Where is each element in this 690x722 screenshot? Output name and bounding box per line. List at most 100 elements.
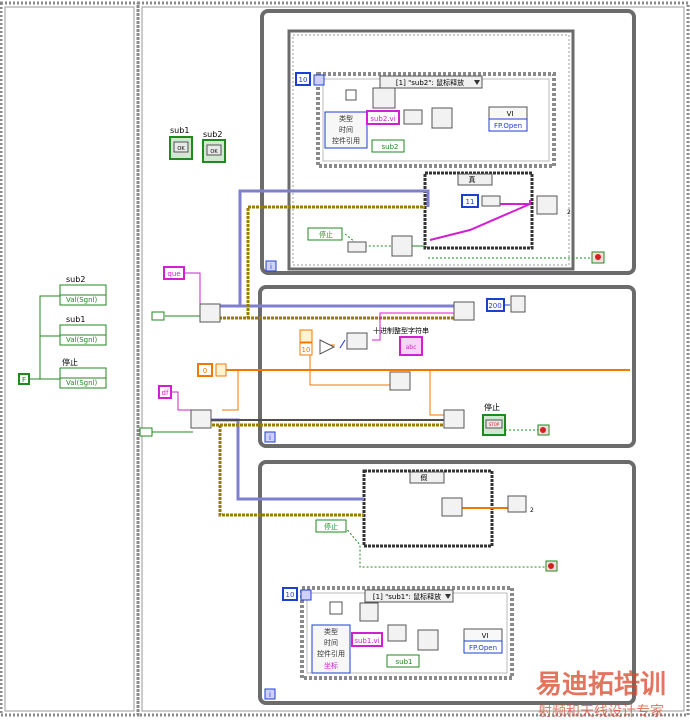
- svg-text:F: F: [22, 376, 26, 384]
- open-vi-reference-3: [329, 601, 439, 651]
- vi-path-constant-3[interactable]: sub1.vi: [351, 632, 383, 647]
- stop-local-1[interactable]: 停止: [307, 227, 343, 241]
- terminal-sub2[interactable]: sub2 OK: [202, 130, 226, 163]
- svg-text:控件引用: 控件引用: [332, 136, 360, 145]
- svg-text:que: que: [167, 270, 180, 278]
- svg-text:[1] "sub2": 鼠标释放: [1] "sub2": 鼠标释放: [396, 78, 464, 87]
- stop-button-1[interactable]: [591, 251, 605, 264]
- svg-text:10: 10: [286, 591, 295, 599]
- loop-index-3: i: [264, 688, 276, 700]
- svg-text:OK: OK: [210, 149, 218, 155]
- svg-text:坐标: 坐标: [324, 661, 338, 670]
- terminal-sub1[interactable]: sub1 OK: [169, 126, 193, 160]
- queue-name-constant[interactable]: que: [163, 266, 185, 280]
- svg-text:易迪拓培训: 易迪拓培训: [536, 670, 666, 700]
- svg-text:2: 2: [530, 507, 534, 514]
- svg-text:i: i: [269, 434, 271, 442]
- number-to-string-node: [346, 332, 368, 350]
- svg-text:sub2: sub2: [203, 130, 222, 139]
- event-selector-3[interactable]: [1] "sub1": 鼠标释放: [364, 589, 454, 603]
- event-selector-1[interactable]: [1] "sub2": 鼠标释放: [379, 75, 483, 89]
- local-variable-stop[interactable]: 停止 Val(Sgnl): [59, 357, 107, 389]
- svg-text:类型: 类型: [324, 627, 338, 636]
- svg-text:sub2.vi: sub2.vi: [370, 115, 395, 123]
- vi-path-constant-1[interactable]: sub2.vi: [366, 110, 400, 125]
- ref-local-sub2[interactable]: sub2: [371, 139, 405, 153]
- case-selector-false[interactable]: 假: [409, 471, 445, 484]
- svg-text:FP.Open: FP.Open: [494, 122, 522, 130]
- svg-text:十进制整型字符串: 十进制整型字符串: [373, 326, 429, 335]
- event-data-node-1: 类型 时间 控件引用: [324, 111, 368, 149]
- svg-text:sub2: sub2: [66, 275, 85, 284]
- loop-index-2: i: [264, 431, 276, 443]
- svg-text:类型: 类型: [339, 114, 353, 123]
- svg-text:sub1: sub1: [396, 658, 413, 666]
- svg-text:10: 10: [302, 346, 311, 354]
- local-variable-sub1[interactable]: sub1 Val(Sgnl): [59, 315, 107, 346]
- svg-text:10: 10: [299, 76, 308, 84]
- case-structure-1: [423, 171, 534, 250]
- svg-text:VI: VI: [482, 632, 489, 640]
- stop-terminal[interactable]: 停止 STOP: [482, 402, 506, 436]
- svg-text:停止: 停止: [62, 357, 78, 367]
- watermark: 易迪拓培训 射频和天线设计专家: [536, 670, 666, 720]
- svg-text:abc: abc: [406, 344, 417, 351]
- case-selector-true[interactable]: 真: [457, 173, 493, 186]
- obtain-queue-node-1: [151, 303, 221, 323]
- local-variable-sub2[interactable]: sub2 Val(Sgnl): [59, 275, 107, 306]
- svg-text:Val(Sgnl): Val(Sgnl): [66, 296, 97, 304]
- svg-text:i: i: [269, 691, 271, 699]
- stop-button-3[interactable]: [545, 560, 558, 572]
- subvi-icon-1: 2: [536, 195, 571, 216]
- false-constant[interactable]: F: [18, 373, 30, 385]
- ref-local-sub1[interactable]: sub1: [386, 654, 420, 668]
- svg-text:Val(Sgnl): Val(Sgnl): [66, 379, 97, 387]
- sequence-frame-right: [136, 1, 690, 717]
- svg-text:VI: VI: [507, 110, 514, 118]
- svg-text:控件引用: 控件引用: [317, 649, 345, 658]
- svg-text:sub1: sub1: [66, 315, 85, 324]
- numeric-constant-11[interactable]: 11: [461, 194, 501, 208]
- wires: [152, 117, 630, 568]
- numeric-constant-0[interactable]: 0: [197, 363, 227, 377]
- loop-index-1: i: [265, 260, 277, 272]
- svg-text:11: 11: [466, 198, 475, 206]
- svg-text:STOP: STOP: [489, 422, 500, 427]
- wait-ms-constant[interactable]: 200: [486, 295, 526, 313]
- tick-count-node: 10: [299, 329, 336, 356]
- subvi-icon-3: 2: [507, 495, 534, 514]
- stop-button-2[interactable]: [537, 424, 550, 436]
- svg-text:停止: 停止: [319, 230, 333, 239]
- svg-text:时间: 时间: [339, 125, 353, 134]
- while-loop-2: [258, 285, 636, 448]
- stop-local-3[interactable]: 停止: [315, 519, 347, 533]
- left-wires: [30, 295, 60, 380]
- df-name-constant[interactable]: df: [158, 385, 172, 399]
- svg-text:0: 0: [203, 367, 207, 375]
- wait-icon: [510, 295, 526, 313]
- loop-count-3[interactable]: 10: [282, 587, 312, 601]
- decimal-string-indicator: 十进制整型字符串 abc: [373, 326, 429, 356]
- loop-count-1[interactable]: 10: [295, 72, 325, 86]
- while-loop-3: [258, 460, 636, 705]
- for-loop-1: [287, 29, 575, 271]
- svg-text:i: i: [270, 263, 272, 271]
- compare-nodes-1: [347, 235, 413, 257]
- svg-text:[1] "sub1": 鼠标释放: [1] "sub1": 鼠标释放: [373, 592, 441, 601]
- event-data-node-3: 类型 时间 控件引用 坐标: [311, 624, 351, 674]
- svg-text:射频和天线设计专家: 射频和天线设计专家: [538, 703, 664, 718]
- svg-text:200: 200: [488, 302, 501, 310]
- invoke-node-3[interactable]: VI FP.Open: [463, 628, 503, 654]
- chevron-down-icon[interactable]: [445, 594, 451, 599]
- enqueue-node-1: [453, 301, 475, 321]
- svg-text:时间: 时间: [324, 638, 338, 647]
- open-vi-reference-1: [345, 87, 453, 129]
- invoke-node-1[interactable]: VI FP.Open: [488, 106, 528, 132]
- svg-text:sub2: sub2: [382, 143, 399, 151]
- svg-text:Val(Sgnl): Val(Sgnl): [66, 336, 97, 344]
- svg-text:停止: 停止: [484, 402, 500, 412]
- while-loop-1: [260, 9, 636, 275]
- chevron-down-icon[interactable]: [474, 80, 480, 85]
